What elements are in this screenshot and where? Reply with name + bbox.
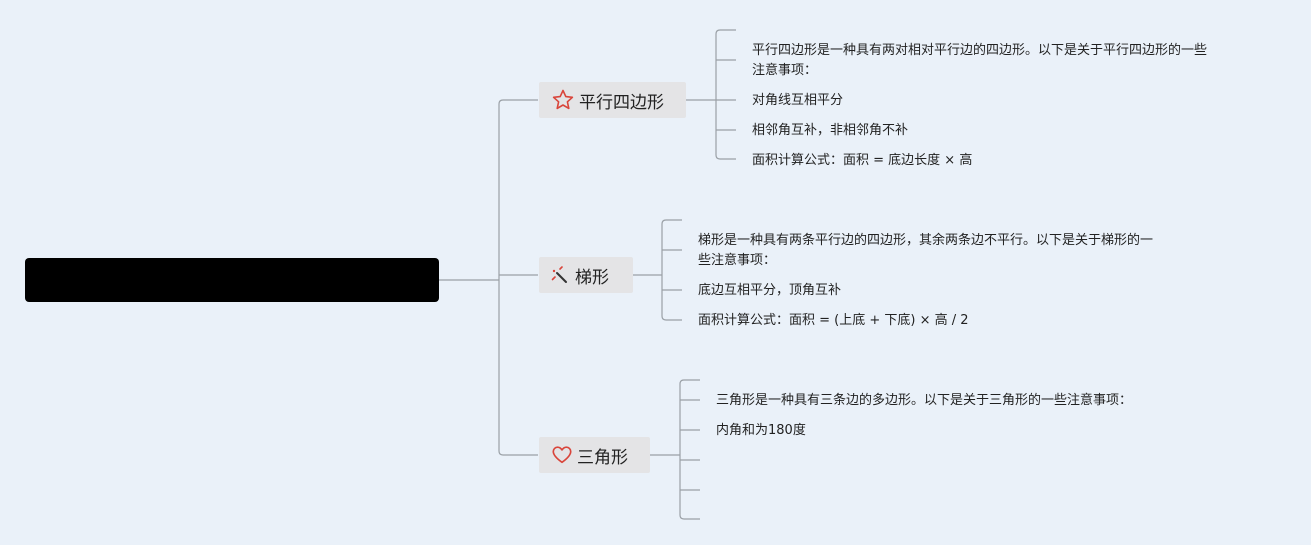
branch-node-trapezoid[interactable]: 梯形 (539, 257, 633, 293)
note-text: 内角和为180度 (716, 423, 806, 438)
heart-icon (551, 444, 573, 466)
branch-label: 梯形 (575, 267, 609, 288)
note-text: 相邻角互补，非相邻角不补 (752, 123, 909, 138)
magic-wand-icon (551, 265, 571, 285)
branch-node-triangle[interactable]: 三角形 (539, 437, 650, 473)
note-text: 些注意事项： (698, 253, 777, 268)
note-text: 底边互相平分，顶角互补 (698, 283, 842, 298)
note-text: 面积计算公式：面积 = (上底 + 下底) × 高 / 2 (698, 313, 969, 328)
note-text: 平行四边形是一种具有两对相对平行边的四边形。以下是关于平行四边形的一些 (752, 43, 1208, 58)
branch-label: 平行四边形 (579, 92, 664, 113)
note-text: 对角线互相平分 (752, 93, 844, 108)
branch-label: 三角形 (577, 447, 628, 468)
branch-node-parallelogram[interactable]: 平行四边形 (539, 82, 686, 118)
note-text: 面积计算公式：面积 = 底边长度 × 高 (752, 153, 973, 168)
note-text: 注意事项： (752, 63, 818, 78)
note-text: 梯形是一种具有两条平行边的四边形，其余两条边不平行。以下是关于梯形的一 (698, 233, 1154, 248)
note-text: 三角形是一种具有三条边的多边形。以下是关于三角形的一些注意事项： (716, 393, 1133, 408)
star-icon (551, 88, 575, 112)
root-node[interactable] (25, 258, 439, 302)
